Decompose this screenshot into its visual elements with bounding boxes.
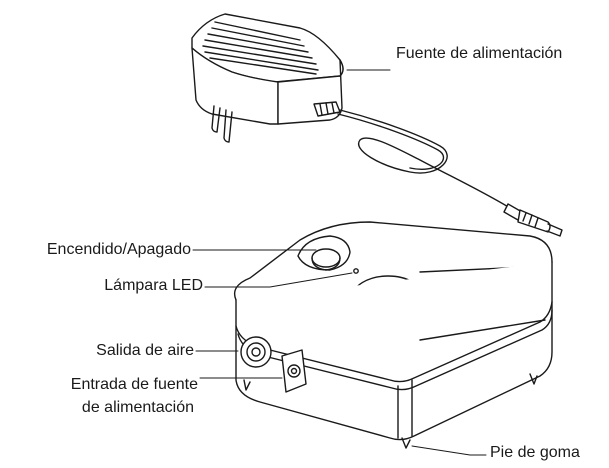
label-air-outlet: Salida de aire: [96, 342, 194, 359]
label-rubber-foot: Pie de goma: [490, 444, 580, 461]
label-led-lamp: Lámpara LED: [104, 277, 203, 294]
leader-lines: [192, 69, 487, 456]
label-power-supply: Fuente de alimentación: [396, 45, 563, 62]
label-power-input-line2: de alimentación: [81, 399, 194, 416]
power-adapter-drawing: [191, 13, 563, 237]
compressor-drawing: [233, 221, 553, 449]
label-power-input-line1: Entrada de fuente: [70, 376, 198, 393]
label-on-off: Encendido/Apagado: [46, 241, 191, 258]
